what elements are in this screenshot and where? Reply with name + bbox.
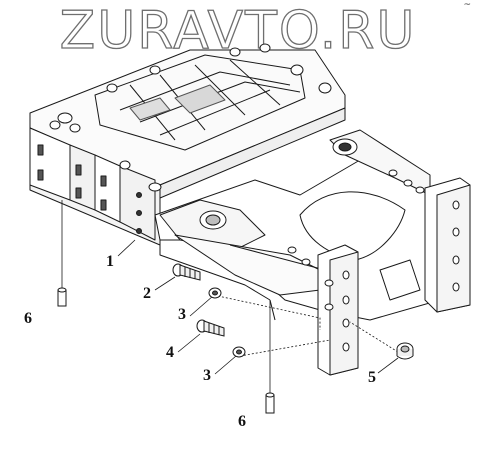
part-3-nut-lower: [232, 346, 246, 358]
callout-2: 2: [143, 285, 151, 302]
callout-5: 5: [368, 369, 376, 386]
callout-4: 4: [166, 344, 174, 361]
part-5-bushing: [396, 342, 414, 360]
callout-3-lower: 3: [203, 367, 211, 384]
part-4-bolt: [196, 319, 225, 337]
part-6-pin-lower: [265, 392, 275, 414]
corner-mark: ~: [463, 0, 471, 10]
callout-1: 1: [106, 253, 114, 270]
part-3-nut-upper: [208, 287, 222, 299]
callout-6-lower: 6: [238, 413, 246, 430]
part-6-pin-left: [57, 287, 67, 307]
part-2-bolt: [172, 263, 201, 281]
callout-3-upper: 3: [178, 306, 186, 323]
callout-6-left: 6: [24, 310, 32, 327]
